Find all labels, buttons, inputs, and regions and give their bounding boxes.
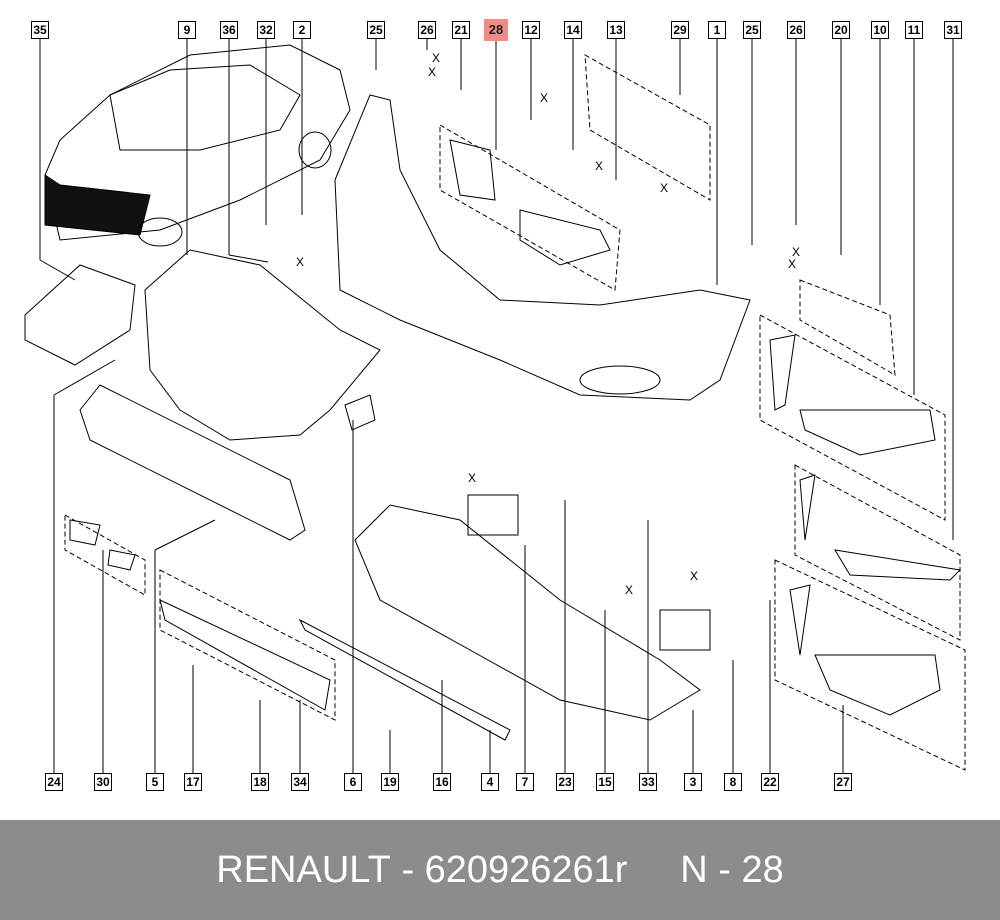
- brand: RENAULT: [216, 848, 391, 891]
- callout-26[interactable]: 26: [787, 21, 805, 39]
- front-bumper: [334, 94, 751, 401]
- exploded-parts-diagram: X X X X X X X X X X X: [24, 38, 966, 773]
- callout-17[interactable]: 17: [184, 773, 202, 791]
- ref-prefix: N -: [680, 848, 742, 891]
- bumper-beam-absorber: [144, 249, 381, 441]
- callout-23[interactable]: 23: [556, 773, 574, 791]
- callout-29[interactable]: 29: [671, 21, 689, 39]
- callout-2[interactable]: 2: [293, 21, 311, 39]
- callout-24[interactable]: 24: [45, 773, 63, 791]
- fastener-mark: X: [792, 245, 800, 259]
- fastener-marks: X X X X X X X X X X X: [296, 51, 800, 597]
- callout-28[interactable]: 28: [484, 19, 508, 41]
- fastener-mark: X: [625, 583, 633, 597]
- callout-13[interactable]: 13: [607, 21, 625, 39]
- callout-9[interactable]: 9: [178, 21, 196, 39]
- callout-34[interactable]: 34: [291, 773, 309, 791]
- callout-6[interactable]: 6: [344, 773, 362, 791]
- fastener-mark: X: [788, 257, 796, 271]
- callout-36[interactable]: 36: [220, 21, 238, 39]
- callout-18[interactable]: 18: [251, 773, 269, 791]
- callout-19[interactable]: 19: [381, 773, 399, 791]
- fastener-mark: X: [428, 65, 436, 79]
- ref-number: 28: [741, 848, 784, 891]
- callout-12[interactable]: 12: [522, 21, 540, 39]
- part-number: 620926261r: [424, 848, 628, 891]
- callout-30[interactable]: 30: [94, 773, 112, 791]
- engine-undertray: [354, 504, 701, 721]
- callout-26[interactable]: 26: [418, 21, 436, 39]
- fastener-mark: X: [660, 181, 668, 195]
- callout-22[interactable]: 22: [761, 773, 779, 791]
- separator: -: [390, 848, 425, 891]
- fastener-mark: X: [432, 51, 440, 65]
- callout-21[interactable]: 21: [452, 21, 470, 39]
- fastener-mark: X: [690, 569, 698, 583]
- fastener-mark: X: [296, 255, 304, 269]
- lower-grille: [79, 384, 306, 541]
- callout-32[interactable]: 32: [257, 21, 275, 39]
- callout-3[interactable]: 3: [684, 773, 702, 791]
- callout-35[interactable]: 35: [31, 21, 49, 39]
- callout-31[interactable]: 31: [944, 21, 962, 39]
- footer-caption: RENAULT - 620926261r N - 28: [0, 820, 1000, 920]
- fixing-kit-box: [24, 264, 136, 366]
- fastener-mark: X: [595, 159, 603, 173]
- callout-15[interactable]: 15: [596, 773, 614, 791]
- car-illustration: [44, 44, 351, 247]
- callout-10[interactable]: 10: [871, 21, 889, 39]
- callout-25[interactable]: 25: [743, 21, 761, 39]
- leader-lines: [39, 38, 954, 773]
- callout-4[interactable]: 4: [481, 773, 499, 791]
- gap: [627, 849, 680, 892]
- callout-27[interactable]: 27: [834, 773, 852, 791]
- callout-16[interactable]: 16: [433, 773, 451, 791]
- callout-25[interactable]: 25: [367, 21, 385, 39]
- callout-7[interactable]: 7: [516, 773, 534, 791]
- callout-11[interactable]: 11: [905, 21, 923, 39]
- callout-20[interactable]: 20: [832, 21, 850, 39]
- callout-33[interactable]: 33: [639, 773, 657, 791]
- callout-1[interactable]: 1: [708, 21, 726, 39]
- fastener-mark: X: [540, 91, 548, 105]
- callout-5[interactable]: 5: [146, 773, 164, 791]
- callout-14[interactable]: 14: [564, 21, 582, 39]
- callout-8[interactable]: 8: [724, 773, 742, 791]
- fastener-mark: X: [468, 471, 476, 485]
